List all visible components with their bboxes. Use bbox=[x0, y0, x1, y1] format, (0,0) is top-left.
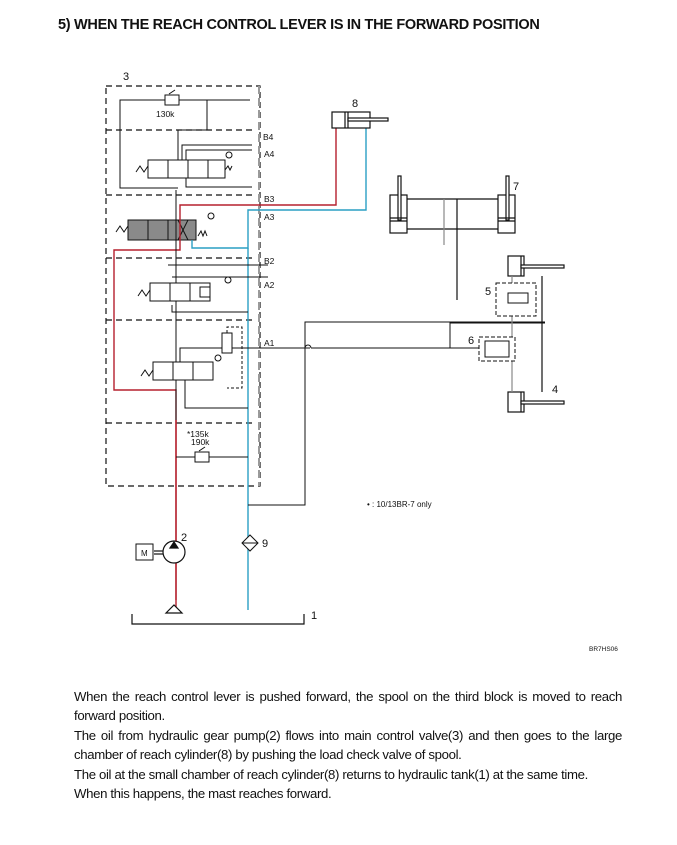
description-paragraph: The oil from hydraulic gear pump(2) flow… bbox=[74, 727, 622, 763]
label-reach-cylinder: 8 bbox=[352, 98, 358, 110]
port-b3: B3 bbox=[264, 194, 275, 204]
pump bbox=[154, 540, 186, 564]
label-relief-130k: 130k bbox=[156, 109, 175, 119]
flow-regulator bbox=[495, 282, 537, 317]
label-pump: 2 bbox=[181, 532, 187, 544]
label-relief-190k: 190k bbox=[191, 437, 210, 447]
description-paragraph: When the reach control lever is pushed f… bbox=[74, 689, 622, 724]
label-relief-135k: *135k bbox=[187, 429, 209, 439]
figure-code: BR7HS06 bbox=[589, 646, 618, 653]
port-a4: A4 bbox=[264, 149, 275, 159]
description: When the reach control lever is pushed f… bbox=[74, 687, 622, 803]
page-title: 5) WHEN THE REACH CONTROL LEVER IS IN TH… bbox=[58, 17, 540, 33]
port-a1: A1 bbox=[264, 338, 275, 348]
pressure-lines bbox=[113, 128, 337, 610]
port-b2: B2 bbox=[264, 256, 275, 266]
tank bbox=[131, 604, 305, 625]
top-relief-valve bbox=[119, 89, 250, 189]
label-motor: M bbox=[141, 549, 148, 558]
internal-lines bbox=[137, 190, 545, 506]
spool-block-4 bbox=[135, 100, 252, 188]
check-valve bbox=[450, 336, 516, 362]
label-check-valve: 6 bbox=[468, 335, 474, 347]
label-flow-regulator: 5 bbox=[485, 286, 491, 298]
port-b4: B4 bbox=[263, 132, 274, 142]
port-a3: A3 bbox=[264, 212, 275, 222]
label-tank: 1 bbox=[311, 610, 317, 622]
footnote: • : 10/13BR-7 only bbox=[367, 500, 432, 509]
port-a2: A2 bbox=[264, 280, 275, 290]
main-control-valve bbox=[105, 85, 261, 487]
reach-cylinder bbox=[331, 111, 389, 129]
description-paragraph: The oil at the small chamber of reach cy… bbox=[74, 766, 588, 782]
reach-spool-active bbox=[115, 212, 215, 241]
lift-cylinder bbox=[389, 175, 516, 300]
label-filter: 9 bbox=[262, 538, 268, 550]
tilt-cylinder bbox=[507, 255, 565, 413]
return-lines bbox=[191, 128, 367, 610]
label-tilt-cylinder: 4 bbox=[552, 384, 558, 396]
label-lift-cylinder: 7 bbox=[513, 181, 519, 193]
filter bbox=[241, 534, 259, 552]
motor bbox=[135, 543, 154, 561]
description-paragraph: When this happens, the mast reaches forw… bbox=[74, 786, 332, 802]
label-main-control-valve: 3 bbox=[123, 71, 129, 83]
